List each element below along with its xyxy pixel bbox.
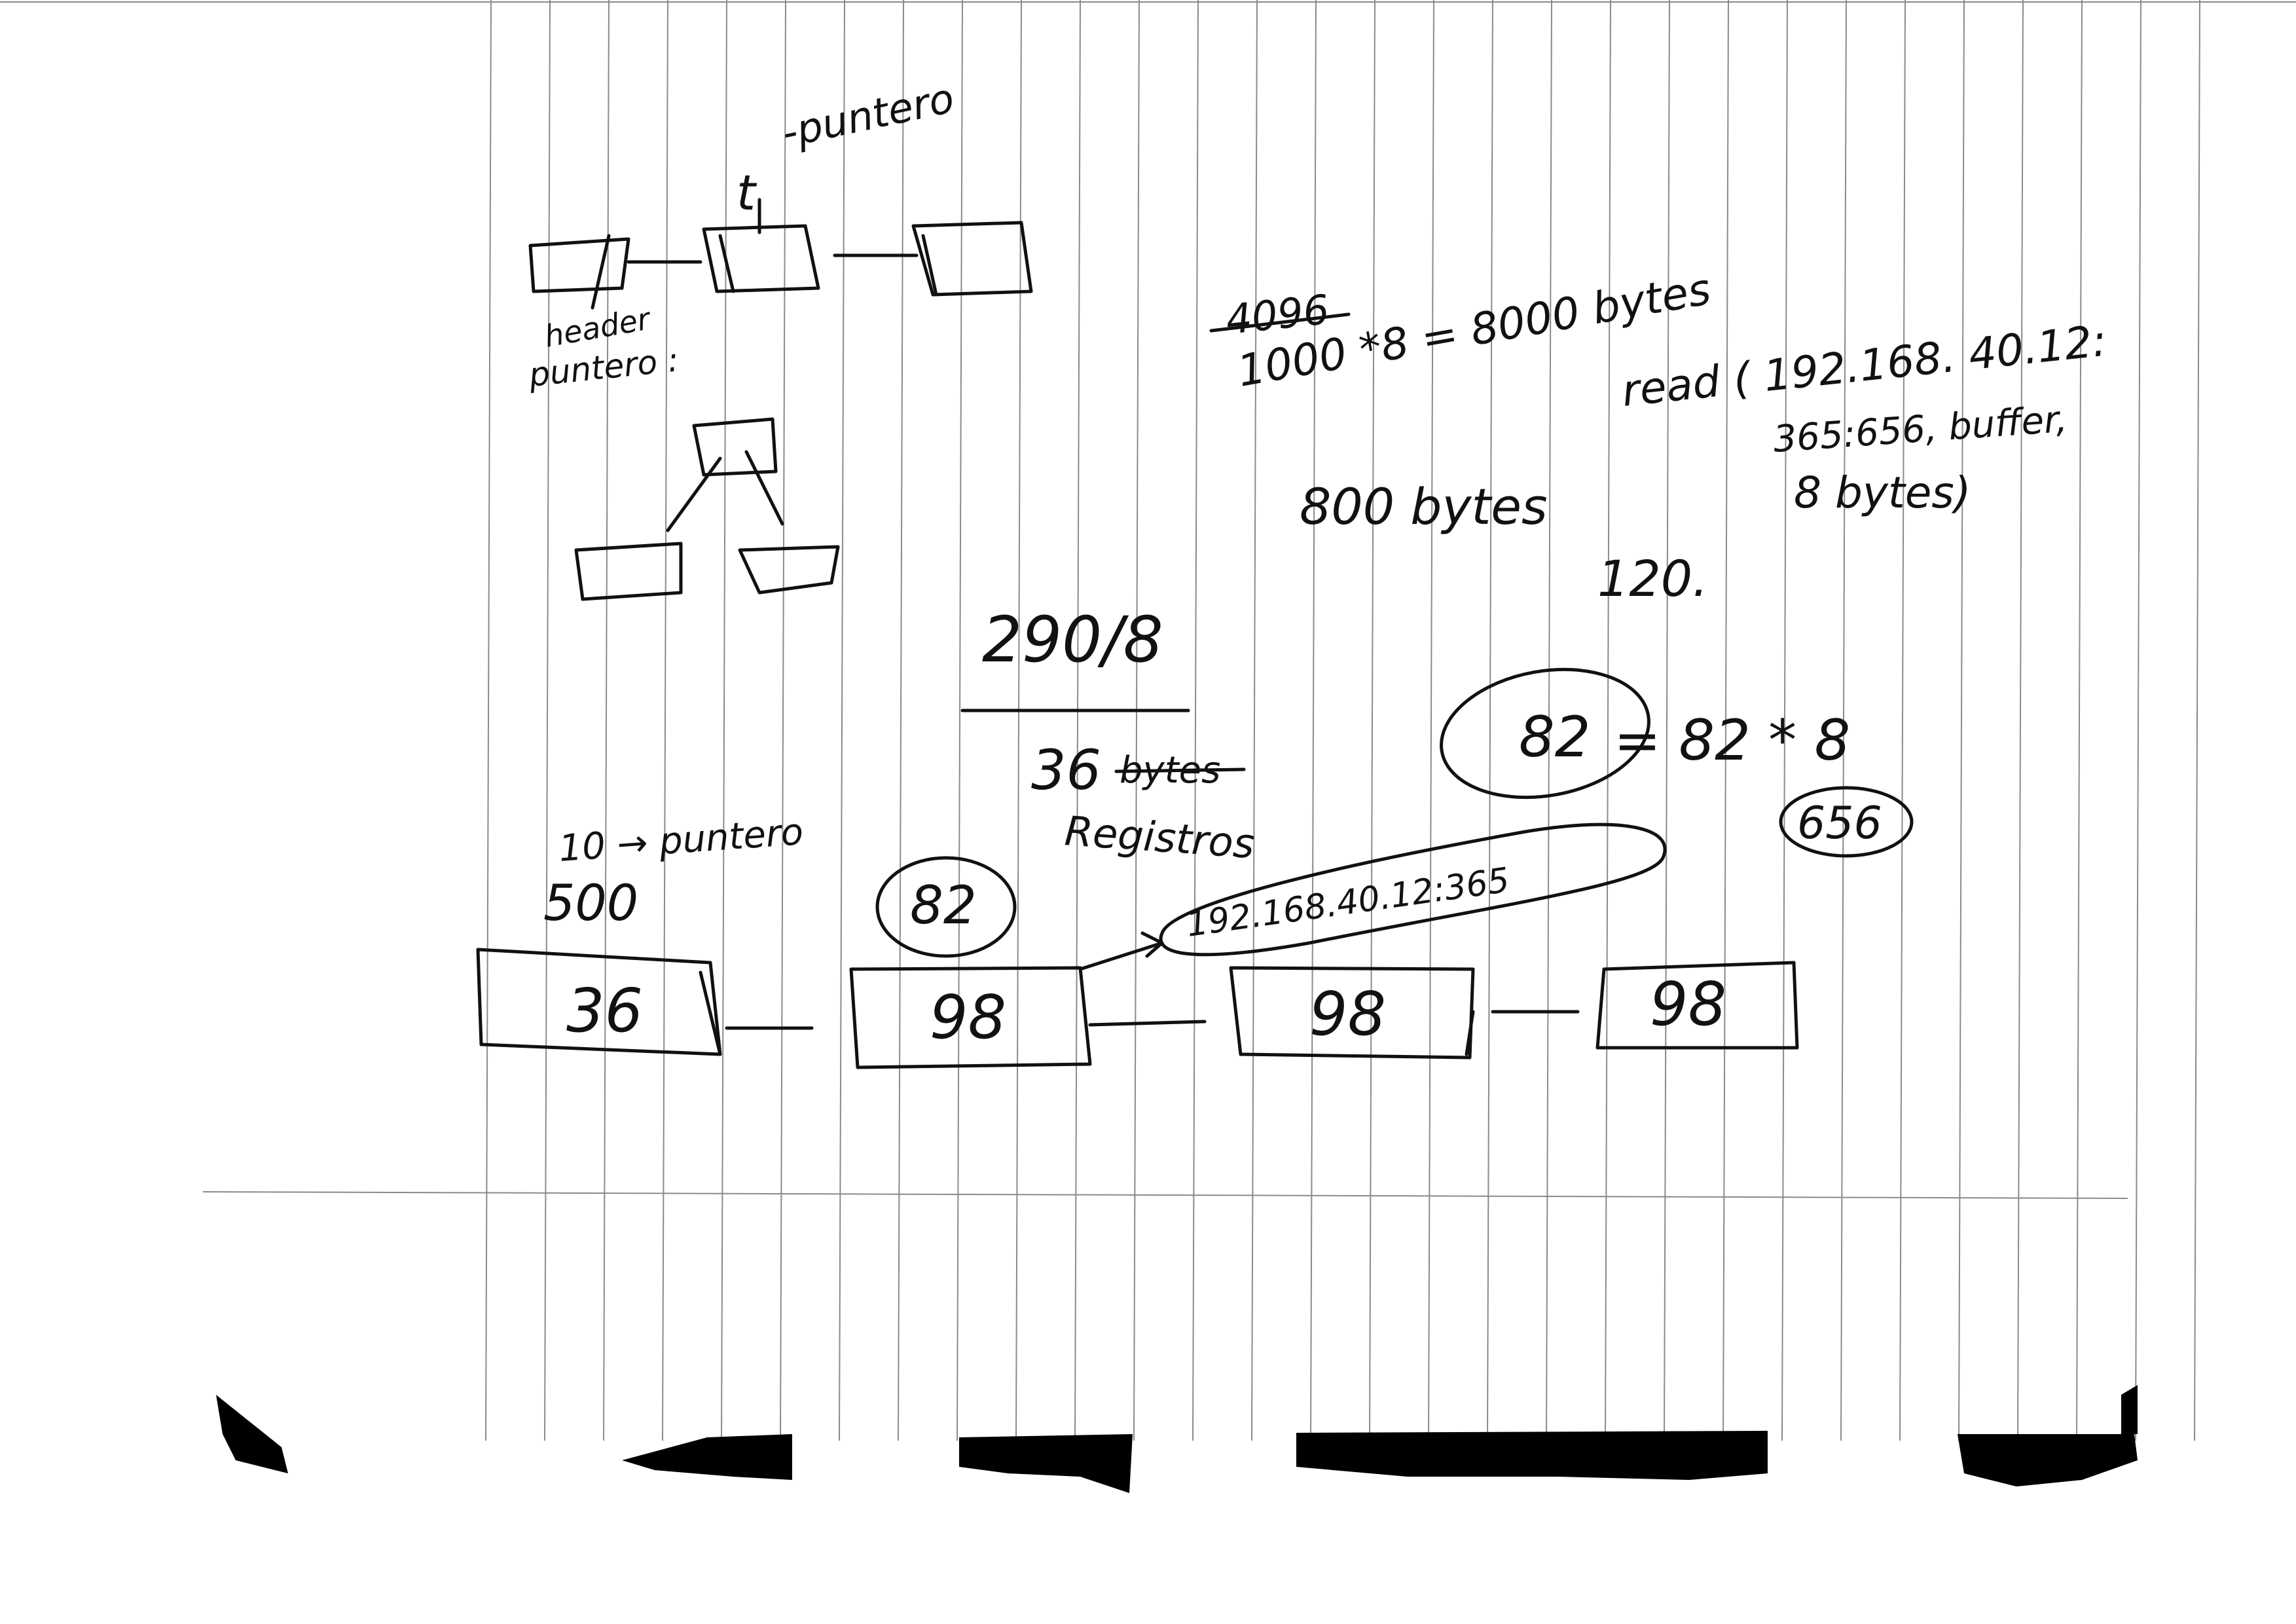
struck-number: 4096: [1224, 286, 1332, 344]
arrow-to-address: [1078, 931, 1164, 971]
circle-82-small: [875, 856, 1017, 958]
circle-656: [1779, 786, 1914, 858]
strike-through-bytes: [1114, 767, 1246, 773]
node-value-1: 36: [566, 976, 643, 1046]
node-value-3: 98: [1309, 979, 1386, 1049]
fraction-290-8: 290/8: [982, 603, 1163, 676]
list-node-boxes: [476, 948, 1799, 1069]
circled-82: 82: [1519, 705, 1590, 770]
strike-through-4096: [1209, 312, 1351, 333]
tree-sketch: [574, 417, 840, 601]
linked-list-sketch: [528, 198, 1033, 310]
pointer-top-mark: t: [737, 165, 757, 221]
scan-shadow: [216, 1385, 2138, 1493]
circle-82: [1440, 667, 1650, 800]
records-count: 36: [1031, 738, 1101, 802]
value-500: 500: [543, 874, 638, 932]
read-call-line3: 8 bytes): [1794, 468, 1971, 518]
value-120: 120.: [1597, 549, 1708, 608]
address-bubble: [1159, 822, 1667, 957]
node-value-4: 98: [1650, 969, 1726, 1039]
circled-82-small: 82: [910, 875, 977, 936]
circled-656: 656: [1797, 798, 1882, 849]
node-value-2: 98: [930, 982, 1006, 1052]
bytes-800: 800 bytes: [1300, 477, 1548, 536]
equation-rhs: = 82 * 8: [1614, 708, 1850, 773]
